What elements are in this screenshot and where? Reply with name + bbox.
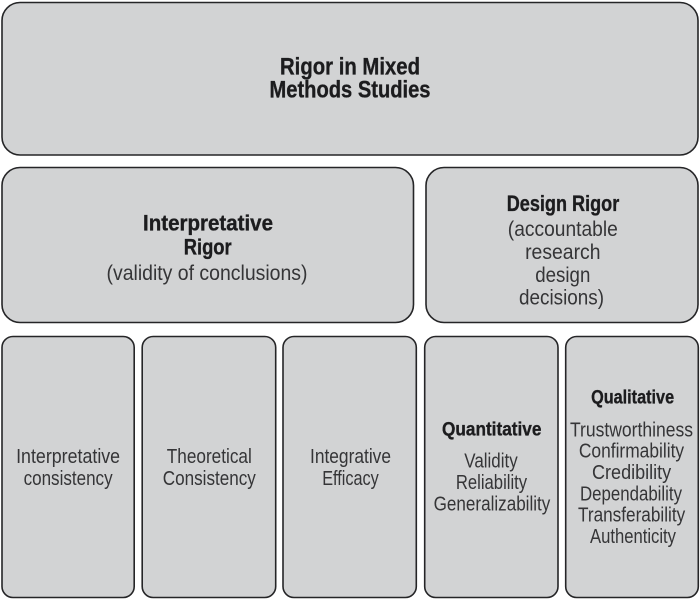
svg-text:Interpretative: Interpretative — [16, 446, 120, 468]
svg-text:Theoretical: Theoretical — [167, 446, 252, 468]
svg-text:(validity of conclusions): (validity of conclusions) — [107, 262, 308, 285]
svg-text:Validity: Validity — [464, 450, 518, 472]
svg-text:Rigor: Rigor — [184, 234, 232, 259]
svg-text:Rigor in Mixed: Rigor in Mixed — [280, 53, 420, 80]
svg-text:Authenticity: Authenticity — [590, 526, 677, 548]
svg-text:Transferability: Transferability — [578, 505, 686, 527]
svg-text:(accountable: (accountable — [508, 218, 618, 241]
svg-text:Generalizability: Generalizability — [434, 494, 551, 516]
svg-text:consistency: consistency — [24, 468, 114, 490]
svg-text:Reliability: Reliability — [456, 472, 528, 494]
svg-text:Design Rigor: Design Rigor — [507, 191, 620, 216]
svg-text:design: design — [535, 264, 590, 287]
svg-text:decisions): decisions) — [519, 287, 604, 310]
svg-text:research: research — [525, 241, 600, 264]
svg-text:Methods Studies: Methods Studies — [270, 76, 431, 103]
svg-text:Qualitative: Qualitative — [591, 387, 674, 409]
svg-text:Credibility: Credibility — [592, 462, 672, 484]
svg-text:Integrative: Integrative — [310, 446, 391, 468]
svg-text:Dependability: Dependability — [580, 483, 683, 505]
svg-text:Interpretative: Interpretative — [143, 211, 273, 236]
svg-text:Quantitative: Quantitative — [442, 418, 542, 440]
svg-text:Efficacy: Efficacy — [322, 468, 379, 490]
svg-text:Consistency: Consistency — [163, 468, 257, 490]
svg-text:Confirmability: Confirmability — [579, 441, 685, 463]
svg-text:Trustworthiness: Trustworthiness — [570, 419, 693, 441]
